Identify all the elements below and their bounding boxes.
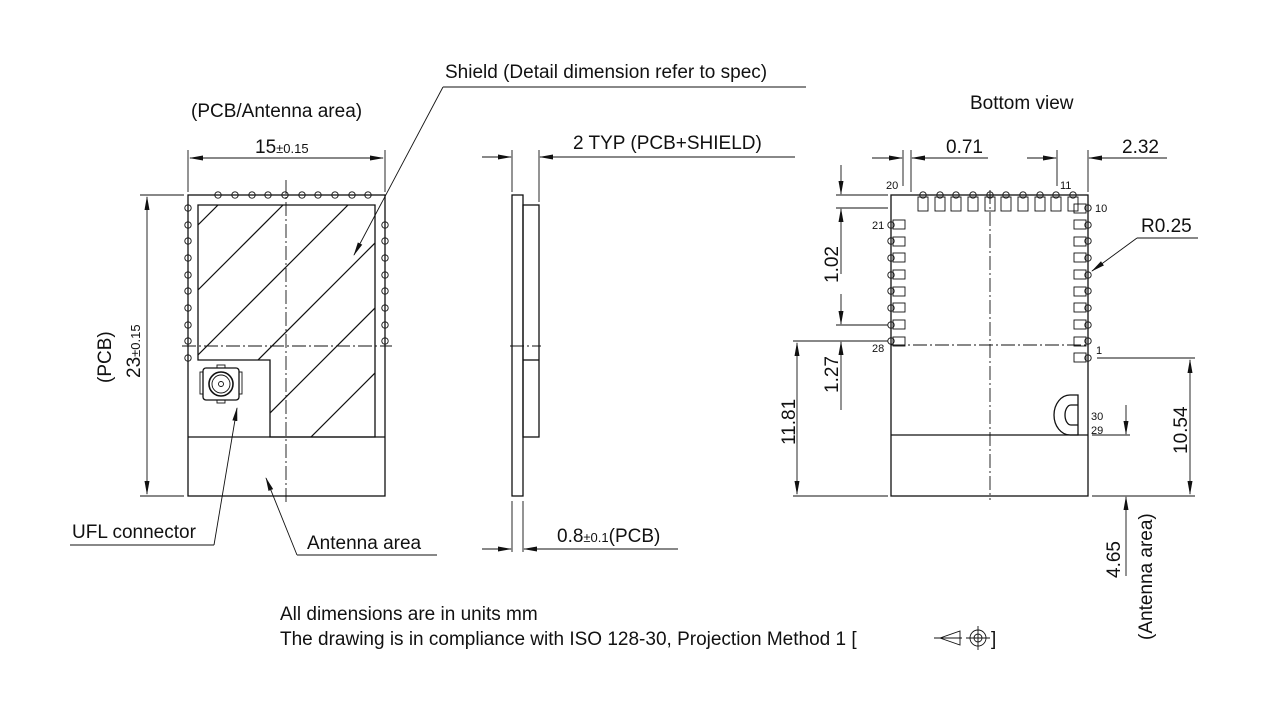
- notes: All dimensions are in units mm The drawi…: [280, 604, 996, 650]
- pin-label-1: 1: [1096, 345, 1102, 357]
- radius-label: R0.25: [1141, 216, 1192, 237]
- shield-label: Shield (Detail dimension refer to spec): [445, 62, 767, 83]
- pin-label-21: 21: [872, 220, 884, 232]
- right-column-pads: [1073, 203, 1092, 363]
- typ-thickness-label: 2 TYP (PCB+SHIELD): [573, 133, 762, 154]
- pin-label-11: 11: [1060, 180, 1071, 192]
- module-bottom-outline: [890, 194, 1089, 497]
- top-row-pads: [917, 191, 1079, 212]
- rf-pad-icon: [1053, 394, 1079, 436]
- corner-offset-dimension: 2.32: [1122, 137, 1159, 158]
- left-edge-pads: [184, 204, 192, 362]
- antenna-area-paren-label: (Antenna area): [1136, 513, 1157, 640]
- bottom-view-title: Bottom view: [970, 93, 1074, 114]
- top-edge-pads: [214, 191, 372, 199]
- iso-note: The drawing is in compliance with ISO 12…: [280, 629, 857, 650]
- height-dimension: 23±0.15: [124, 324, 145, 378]
- radius-leader: [1091, 237, 1138, 272]
- ufl-connector-icon: [199, 364, 243, 404]
- pad-to-bottom-left-dimension: 11.81: [779, 399, 800, 445]
- pcb-antenna-area-label: (PCB/Antenna area): [191, 101, 362, 122]
- units-note: All dimensions are in units mm: [280, 604, 538, 625]
- ufl-connector-label: UFL connector: [72, 522, 197, 543]
- pin-pitch-top-dimension: 0.71: [946, 137, 983, 158]
- first-angle-projection-icon: [934, 626, 990, 650]
- pin-label-28: 28: [872, 343, 884, 355]
- antenna-area-label: Antenna area: [307, 533, 422, 554]
- pin-pitch-dimension: 1.27: [822, 356, 843, 393]
- pad-to-bottom-right-dimension: 10.54: [1171, 406, 1192, 454]
- shield-side-profile: [522, 204, 540, 438]
- pin-label-20: 20: [886, 180, 898, 192]
- width-dimension: 15±0.15: [255, 137, 309, 158]
- pin-label-10: 10: [1095, 203, 1107, 215]
- bottom-view: Bottom view: [779, 93, 1198, 640]
- shield-outline: [197, 204, 376, 438]
- pcb-side-label: (PCB): [95, 331, 116, 383]
- shield-leader: [353, 86, 444, 256]
- ufl-leader: [213, 407, 238, 546]
- pin-label-30: 30: [1091, 411, 1103, 423]
- pin-label-29: 29: [1091, 425, 1103, 437]
- iso-note-end: ]: [991, 629, 996, 650]
- pcb-outline: [187, 194, 386, 497]
- side-view: 2 TYP (PCB+SHIELD) 0.8±0.1(PCB): [482, 133, 795, 552]
- pcb-thickness-dimension: 0.8±0.1(PCB): [557, 526, 660, 547]
- left-column-pads: [887, 219, 906, 347]
- pcb-side-profile: [511, 194, 524, 497]
- side-offset-dimension: 1.02: [822, 246, 843, 283]
- top-view: 15±0.15 23±0.15 (PCB) (PCB/Antenna area)…: [70, 62, 806, 556]
- antenna-height-dimension: 4.65: [1104, 541, 1125, 578]
- antenna-area-leader: [265, 477, 298, 556]
- right-edge-pads: [381, 221, 389, 345]
